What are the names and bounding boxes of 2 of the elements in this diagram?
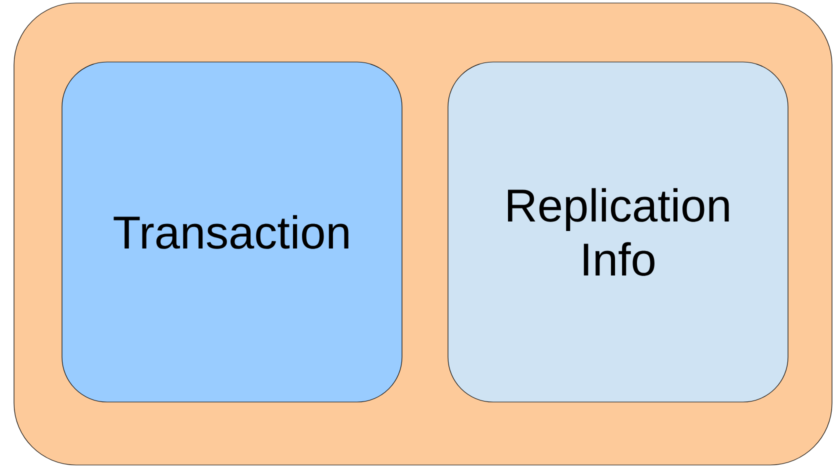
rounded-box: Transaction bbox=[62, 62, 402, 402]
rounded-box: Replication Info bbox=[448, 62, 788, 402]
